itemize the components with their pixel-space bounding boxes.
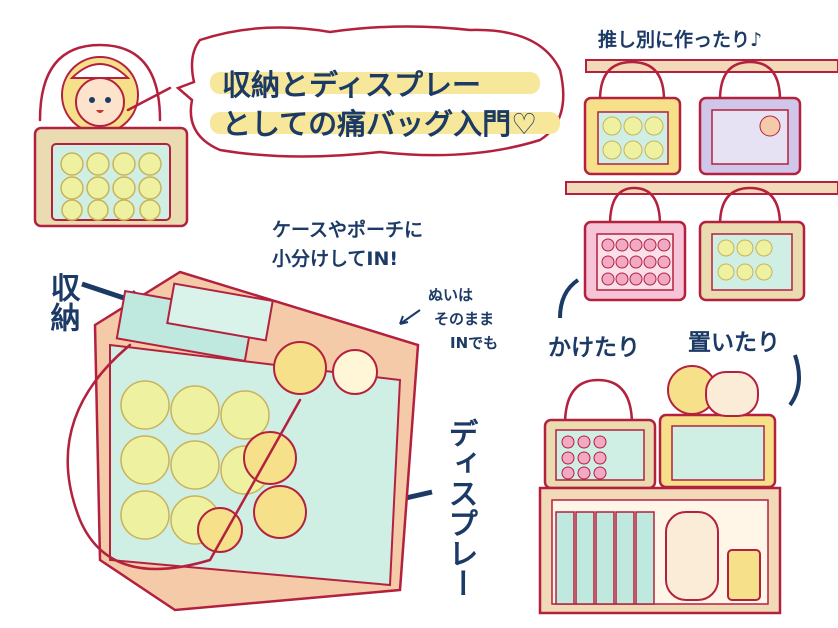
title-line-2: としての痛バッグ入門♡ <box>222 107 537 141</box>
arrow-place <box>788 354 801 407</box>
hanging-bags-scene: 推し別に作ったり♪ <box>565 28 838 302</box>
caption-display: ディスプレー <box>443 418 478 598</box>
title-bubble: 収納とディスプレー としての痛バッグ入門♡ <box>175 25 565 158</box>
caption-place: 置いたり <box>688 330 780 356</box>
caption-case-line-2: 小分けしてIN! <box>272 248 398 270</box>
arrow-nui <box>399 309 421 325</box>
hanging-bag-3 <box>583 186 687 302</box>
caption-nui-line-3: INでも <box>450 334 498 352</box>
hanging-bag-2 <box>698 60 802 176</box>
caption-case-line-1: ケースやポーチに <box>272 218 423 241</box>
character-with-bag <box>33 43 189 228</box>
caption-nui-line-1: ぬいは <box>428 286 473 304</box>
title-line-1: 収納とディスプレー <box>222 68 481 102</box>
caption-storage: 収納 <box>45 272 81 332</box>
caption-hang: かけたり <box>548 335 640 361</box>
caption-per-oshi: 推し別に作ったり♪ <box>598 28 762 51</box>
shelf-scene <box>538 365 782 615</box>
hanging-bag-1 <box>583 60 682 176</box>
caption-nui-line-2: そのまま <box>434 310 494 328</box>
arrow-hang <box>558 278 580 319</box>
main-ita-bag <box>66 270 420 612</box>
hanging-bag-4 <box>698 186 806 302</box>
